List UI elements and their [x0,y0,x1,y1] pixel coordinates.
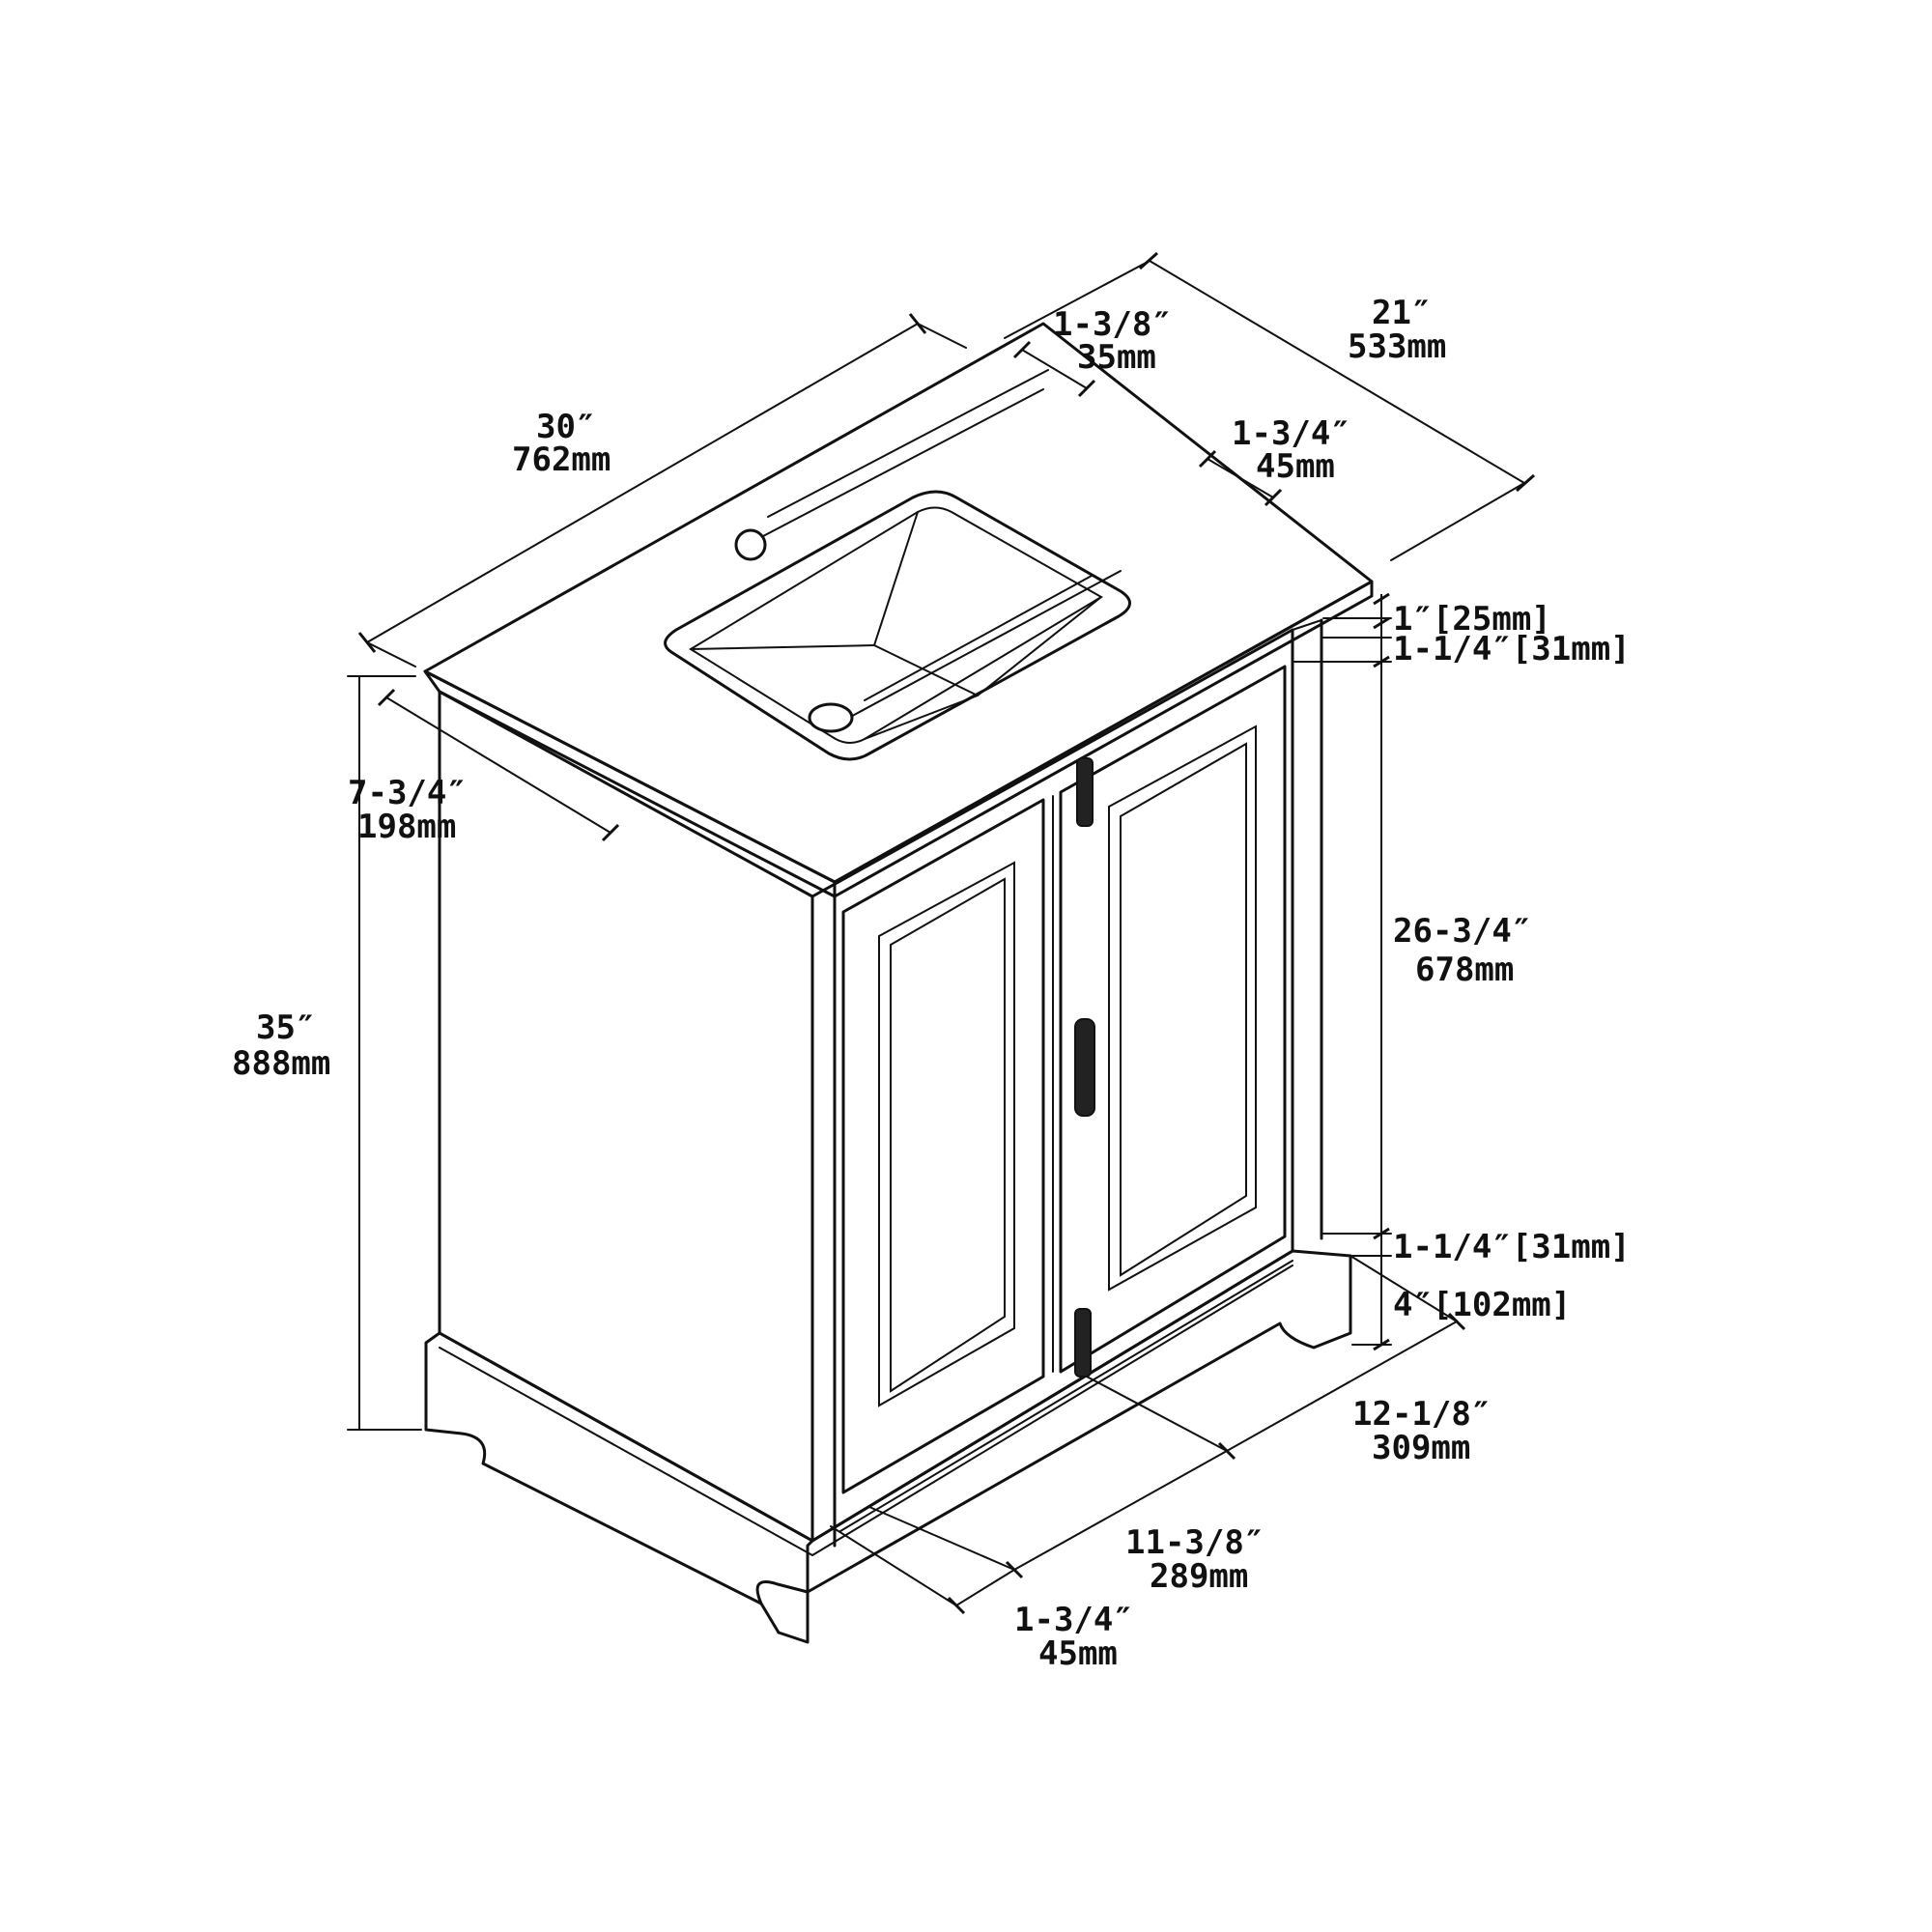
cabinet-side-panel [438,690,814,1543]
door-right-in-label: 12-1/8″ [1352,1395,1491,1434]
base-front-plinth [759,1249,1352,1644]
width-in-label: 30″ [536,408,595,446]
faucet-dim-tick-2 [1077,379,1096,398]
left-door[interactable] [841,798,1045,1494]
door-right-ext-2 [1350,1255,1458,1322]
side-stile-ext [868,1506,1015,1571]
door-left-dim-line [1013,1450,1228,1571]
door-right-ext [1086,1376,1228,1452]
width-mm-label: 762mm [512,440,611,479]
right-door-frame [1059,665,1287,1374]
sink-basin-crease-2 [873,644,979,696]
right-tick-5 [1373,1338,1390,1351]
sink-back-dim-tick [1198,449,1217,469]
side-stile-dim-line [955,1569,1015,1606]
sink-front-mm-label: 198mm [357,808,456,846]
sink-front-dim-tick-2 [601,823,620,842]
sink-back-in-label: 1-3/4″ [1232,414,1350,453]
door-hardware [1052,757,1095,1378]
right-door-panel-inner [1120,742,1247,1277]
width-dim-line [366,323,919,643]
depth-mm-label: 533mm [1348,327,1446,366]
countertop [423,322,1374,898]
undermount-sink [664,490,1131,761]
base-top-molding [439,1347,813,1556]
right-door-panel-outer [1108,724,1257,1292]
side-stile-in-label: 1-3/4″ [1014,1601,1133,1639]
door-left-in-label: 11-3/8″ [1125,1523,1264,1562]
sink-basin-crease [873,511,919,646]
top-rail-label: 1-1/4″[31mm] [1393,630,1631,668]
left-door-panel-inner [890,877,1006,1393]
door-right-mm-label: 309mm [1372,1429,1470,1467]
depth-dim-ext [1004,260,1151,339]
height-mm-label: 888mm [232,1044,330,1083]
left-door-frame [841,798,1045,1494]
top-thickness-label: 1″[25mm] [1393,600,1551,639]
sink-basin-crease-4 [977,596,1102,696]
base-side-plinth [424,1331,814,1605]
bottom-hinge-icon [1074,1308,1092,1378]
base-top-molding-2 [811,1264,1293,1556]
sink-front-in-label: 7-3/4″ [348,774,467,812]
faucet-dim-tick [1012,340,1032,359]
cabinet-base [424,1249,1352,1644]
width-dim-ext [917,323,967,349]
sink-back-dim-line [1207,458,1274,498]
door-left-mm-label: 289mm [1150,1557,1248,1596]
dimension-lines [347,251,1535,1615]
right-tick [1373,592,1390,606]
rear-post-line-2 [1292,619,1322,631]
faucet-offset-mm-label: 35mm [1077,338,1156,377]
right-tick-2 [1373,616,1390,630]
faucet-offset-in-label: 1-3/8″ [1053,305,1172,344]
faucet-reference-line [767,369,1049,518]
faucet-dim-line [1021,349,1088,389]
width-dim-ext-2 [366,641,416,668]
depth-dim-line [1149,260,1525,484]
sink-basin-crease-5 [864,695,979,740]
sink-reference-line [864,575,1093,701]
sink-back-dim-tick-2 [1264,488,1283,507]
depth-dim-ext-2 [1390,482,1525,561]
sink-front-dim-line [385,696,611,834]
sink-front-dim-tick [377,688,396,707]
right-tick-3 [1373,655,1390,668]
door-handle-icon [1074,1018,1095,1117]
door-right-dim-line [1226,1321,1458,1452]
sink-back-mm-label: 45mm [1256,447,1335,486]
toe-kick-label: 4″[102mm] [1393,1286,1571,1324]
faucet-reference-line-2 [762,388,1044,537]
base-top-molding-3 [839,1260,1293,1532]
side-stile-mm-label: 45mm [1038,1634,1118,1673]
door-height-in-label: 26-3/4″ [1393,912,1531,951]
top-hinge-icon [1076,757,1094,827]
depth-in-label: 21″ [1372,294,1431,332]
faucet-hole [734,528,767,561]
left-door-panel-outer [878,861,1015,1407]
countertop-side-edge [833,580,1374,898]
sink-basin-crease-3 [690,644,875,650]
countertop-front-edge [423,669,837,898]
side-stile-ext-2 [830,1525,957,1606]
drain-hole [808,702,854,733]
door-height-mm-label: 678mm [1415,951,1514,989]
bottom-rail-label: 1-1/4″[31mm] [1393,1228,1631,1266]
sink-outer-rim [664,490,1131,761]
right-door[interactable] [1059,665,1287,1374]
right-tick-4 [1373,1227,1390,1240]
cabinet-body [438,618,1323,1548]
dimension-labels: 30″ 762mm 21″ 533mm 1-3/8″ 35mm 1-3/4″ 4… [232,294,1631,1673]
sink-reference-line-2 [844,570,1122,721]
height-in-label: 35″ [256,1009,315,1047]
